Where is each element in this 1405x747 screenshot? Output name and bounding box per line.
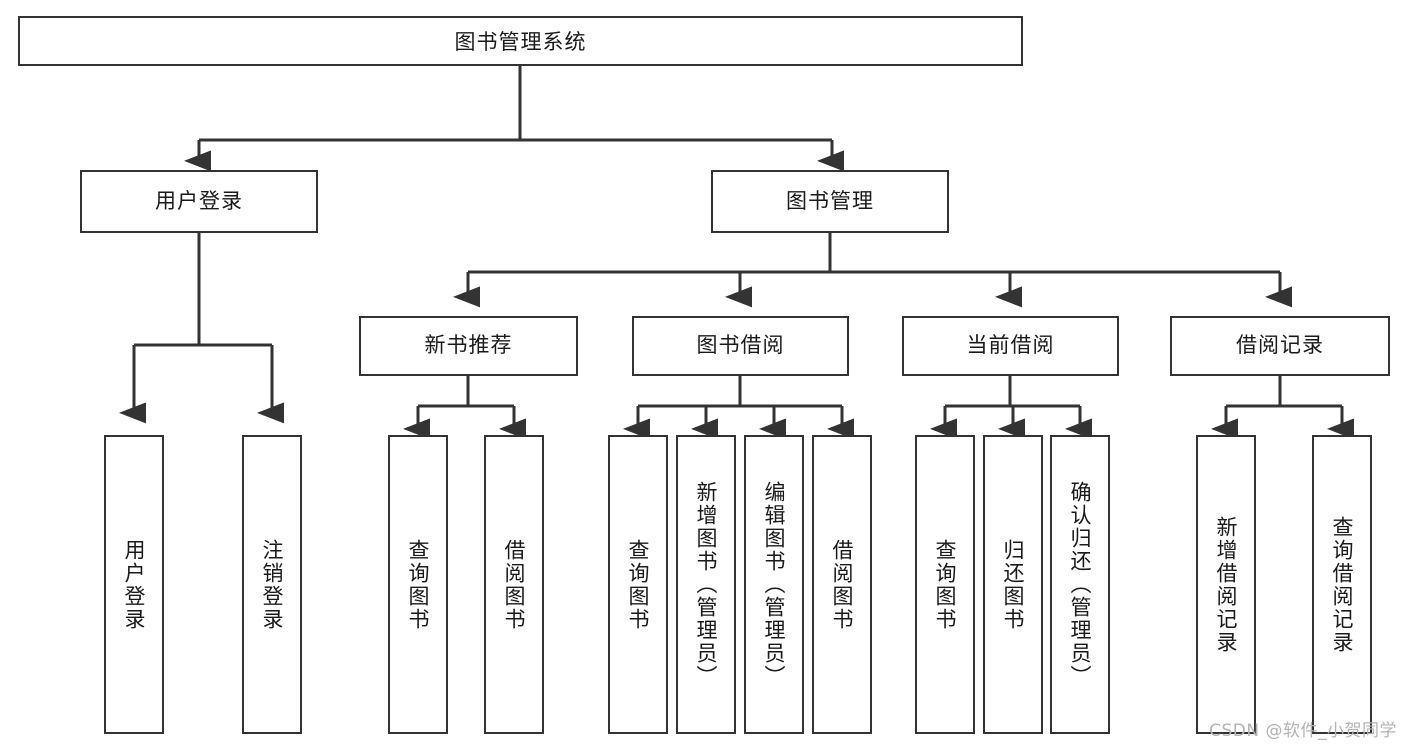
node-new-book-recommend[interactable]: 新书推荐 [359,316,578,376]
leaf-current-confirm-return-admin[interactable]: 确认归还（管理员） [1050,435,1110,734]
leaf-label: 查询图书 [626,538,651,631]
node-user-login[interactable]: 用户登录 [80,170,318,233]
leaf-record-query-record[interactable]: 查询借阅记录 [1312,435,1372,734]
node-book-management-label: 图书管理 [786,188,874,213]
leaf-label: 注销登录 [260,538,285,631]
leaf-label: 确认归还（管理员） [1068,481,1093,688]
leaf-label: 借阅图书 [830,538,855,631]
leaf-user-login-login[interactable]: 用户登录 [104,435,164,734]
leaf-label: 查询借阅记录 [1330,515,1355,654]
node-borrow-record[interactable]: 借阅记录 [1170,316,1390,376]
leaf-label: 用户登录 [122,538,147,631]
node-root-system[interactable]: 图书管理系统 [18,16,1023,66]
leaf-borrow-add-book-admin[interactable]: 新增图书（管理员） [676,435,736,734]
node-book-management[interactable]: 图书管理 [711,170,949,233]
leaf-current-return-book[interactable]: 归还图书 [983,435,1043,734]
leaf-borrow-query-book[interactable]: 查询图书 [608,435,668,734]
leaf-new-book-query[interactable]: 查询图书 [388,435,448,734]
node-book-borrow-label: 图书借阅 [696,333,785,358]
watermark-text: CSDN @软件_小贺同学 [1209,721,1397,741]
node-current-borrow-label: 当前借阅 [966,333,1055,358]
node-current-borrow[interactable]: 当前借阅 [902,316,1119,376]
node-user-login-label: 用户登录 [155,188,243,213]
leaf-label: 归还图书 [1001,538,1026,631]
leaf-label: 新增图书（管理员） [694,481,719,688]
leaf-record-add-record[interactable]: 新增借阅记录 [1196,435,1256,734]
leaf-new-book-borrow[interactable]: 借阅图书 [484,435,544,734]
leaf-label: 查询图书 [933,538,958,631]
leaf-borrow-edit-book-admin[interactable]: 编辑图书（管理员） [744,435,804,734]
node-book-borrow[interactable]: 图书借阅 [632,316,849,376]
leaf-current-query-book[interactable]: 查询图书 [915,435,975,734]
leaf-label: 新增借阅记录 [1214,515,1239,654]
node-root-label: 图书管理系统 [454,30,587,54]
node-new-book-recommend-label: 新书推荐 [424,333,513,358]
leaf-label: 借阅图书 [502,538,527,631]
leaf-label: 查询图书 [406,538,431,631]
leaf-label: 编辑图书（管理员） [762,481,787,688]
leaf-borrow-borrow-book[interactable]: 借阅图书 [812,435,872,734]
node-borrow-record-label: 借阅记录 [1236,333,1324,358]
leaf-user-login-logout[interactable]: 注销登录 [242,435,302,734]
